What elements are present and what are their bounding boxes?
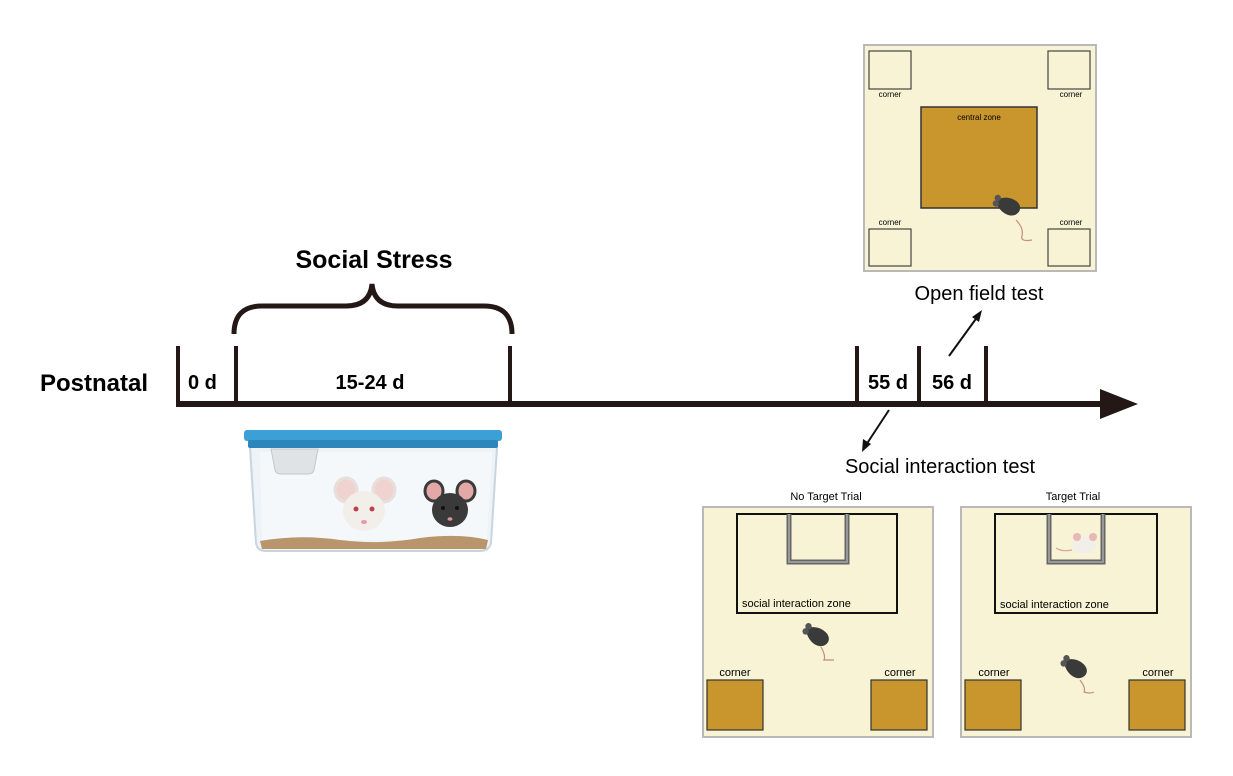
tick-label-0d: 0 d <box>188 372 217 394</box>
postnatal-label: Postnatal <box>40 370 148 397</box>
corner-zone <box>706 679 764 731</box>
corner-label: corner <box>1060 218 1083 227</box>
social-stress-brace <box>231 283 515 335</box>
no-target-trial-label: No Target Trial <box>790 491 861 503</box>
zone-label: social interaction zone <box>742 598 851 610</box>
corner-label: corner <box>1142 667 1174 679</box>
social-interaction-title: Social interaction test <box>845 456 1036 478</box>
tick-label-15-24d: 15-24 d <box>336 372 405 394</box>
open-field-arena: corner corner corner corner central zone <box>863 44 1097 272</box>
corner-zone <box>868 228 912 267</box>
tick-label-56d: 56 d <box>932 372 972 394</box>
corner-label: corner <box>978 667 1010 679</box>
timeline-arrowhead <box>1100 389 1138 419</box>
housing-cage-illustration <box>244 430 502 552</box>
open-field-title: Open field test <box>915 283 1044 305</box>
target-mouse-icon <box>1055 533 1097 554</box>
corner-zone <box>1128 679 1186 731</box>
central-zone <box>920 106 1038 209</box>
social-stress-label: Social Stress <box>295 246 452 274</box>
corner-zone <box>1047 50 1091 90</box>
corner-zone <box>964 679 1022 731</box>
no-target-arena: social interaction zone corner corner <box>702 506 934 738</box>
corner-label: corner <box>719 667 751 679</box>
white-mouse-icon <box>333 476 397 531</box>
zone-label: social interaction zone <box>1000 599 1109 611</box>
bedding <box>260 535 488 549</box>
corner-zone <box>870 679 928 731</box>
tick-label-55d: 55 d <box>868 372 908 394</box>
arrow-to-open-field <box>948 315 979 357</box>
corner-label: corner <box>879 90 902 99</box>
black-mouse-icon <box>423 479 477 527</box>
central-zone-label: central zone <box>957 113 1001 122</box>
target-arena: social interaction zone corner corner <box>960 506 1192 738</box>
corner-label: corner <box>884 667 916 679</box>
arrow-to-social-interaction <box>865 409 890 446</box>
corner-label: corner <box>1060 90 1083 99</box>
corner-label: corner <box>879 218 902 227</box>
corner-zone <box>868 50 912 90</box>
cage-lid <box>244 430 502 441</box>
corner-zone <box>1047 228 1091 267</box>
target-trial-label: Target Trial <box>1046 491 1100 503</box>
